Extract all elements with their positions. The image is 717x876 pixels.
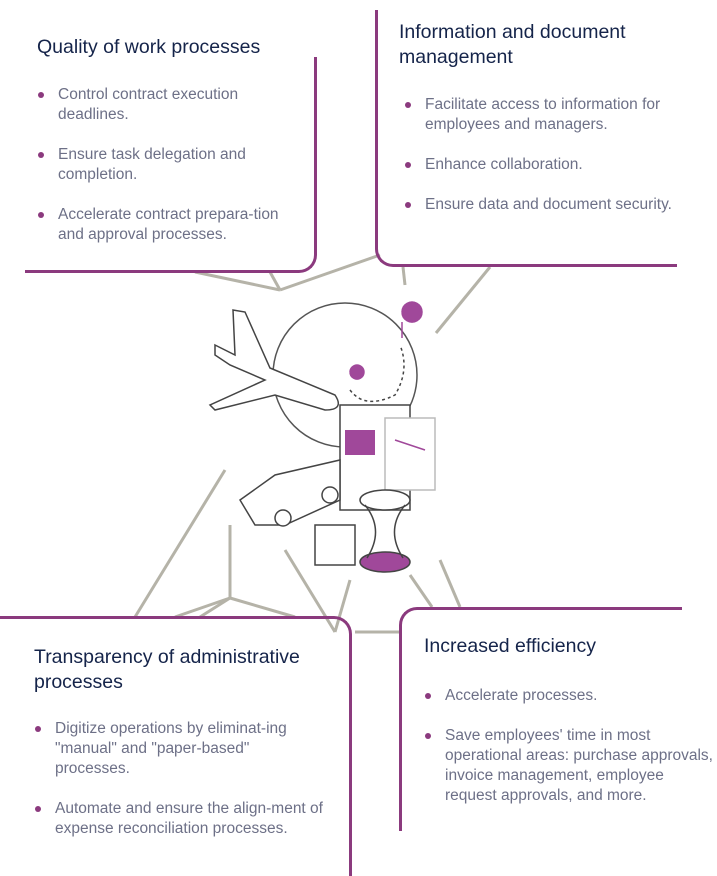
card-title: Transparency of administrative processes (34, 646, 300, 693)
card-title: Quality of work processes (37, 36, 261, 58)
card-list: Facilitate access to information for emp… (404, 95, 679, 235)
card-increased-efficiency (399, 607, 682, 831)
list-item: Digitize operations by eliminat-ing "man… (34, 719, 324, 779)
list-item: Control contract execution deadlines. (37, 85, 292, 125)
card-quality-of-work-processes (25, 57, 317, 273)
card-list: Digitize operations by eliminat-ing "man… (34, 719, 324, 859)
bullet-icon (35, 806, 41, 812)
bullet-icon (425, 693, 431, 699)
list-item: Accelerate contract prepara-tion and app… (37, 205, 292, 245)
card-title: Increased efficiency (424, 635, 596, 657)
map-pin-icon (349, 364, 365, 380)
box-icon (314, 524, 356, 566)
truck-icon (239, 459, 341, 526)
list-item: Accelerate processes. (424, 686, 714, 706)
list-item: Automate and ensure the align-ment of ex… (34, 799, 324, 839)
map-pin-icon (401, 301, 423, 338)
card-title: Information and document management (399, 21, 626, 68)
bullet-icon (425, 733, 431, 739)
hourglass-icon (359, 489, 411, 511)
bullet-icon (405, 162, 411, 168)
airplane-icon (208, 309, 340, 411)
card-transparency-of-administrative-processes (0, 616, 352, 876)
bullet-icon (405, 102, 411, 108)
list-item: Save employees' time in most operational… (424, 726, 714, 806)
card-information-and-document-management (375, 10, 677, 267)
list-item: Facilitate access to information for emp… (404, 95, 679, 135)
list-item: Ensure data and document security. (404, 195, 679, 215)
bullet-icon (38, 92, 44, 98)
list-item: Ensure task delegation and completion. (37, 145, 292, 185)
bullet-icon (405, 202, 411, 208)
card-list: Accelerate processes. Save employees' ti… (424, 686, 714, 826)
chat-bubble-icon (384, 417, 436, 491)
bullet-icon (38, 212, 44, 218)
card-list: Control contract execution deadlines. En… (37, 85, 292, 265)
list-item: Enhance collaboration. (404, 155, 679, 175)
bullet-icon (35, 726, 41, 732)
logistics-illustration (208, 301, 436, 573)
bullet-icon (38, 152, 44, 158)
